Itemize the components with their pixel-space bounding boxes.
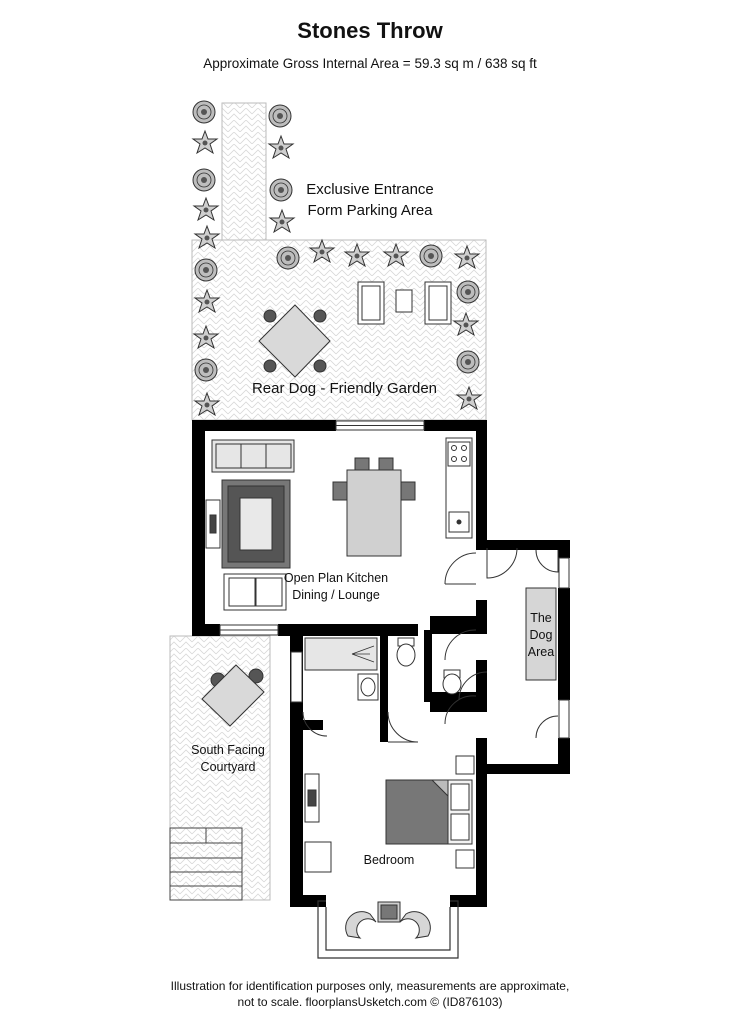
doors — [302, 547, 559, 743]
courtyard-label: South Facing Courtyard — [191, 743, 265, 774]
kitchen-label: Open Plan Kitchen Dining / Lounge — [283, 571, 389, 602]
garden-sofas — [357, 281, 452, 325]
garden-area — [191, 239, 487, 421]
bedroom-label: Bedroom — [363, 853, 415, 867]
garden-label: Rear Dog - Friendly Garden — [251, 380, 438, 397]
area-subtitle: Approximate Gross Internal Area = 59.3 s… — [203, 56, 537, 71]
courtyard-table — [201, 664, 265, 727]
disclaimer-line-1: Illustration for identification purposes… — [170, 979, 570, 993]
bathroom-fixtures — [304, 637, 462, 701]
windows — [219, 420, 570, 739]
plan-title: Stones Throw — [297, 18, 443, 43]
entrance-path — [221, 102, 267, 241]
lounge-furniture — [205, 439, 295, 611]
courtyard-steps — [169, 827, 243, 901]
bedroom-furniture — [304, 755, 475, 939]
dog-area-bench — [525, 587, 557, 681]
dining-table — [332, 457, 416, 557]
disclaimer-line-2: not to scale. floorplansUsketch.com © (I… — [237, 995, 503, 1009]
dog-area-label: The Dog Area — [527, 611, 555, 659]
entrance-label: Exclusive Entrance Form Parking Area — [306, 181, 434, 219]
garden-dining-table — [258, 304, 331, 378]
bay-window — [317, 900, 459, 959]
walls — [192, 420, 570, 907]
disclaimer-footer: Illustration for identification purposes… — [0, 978, 740, 1010]
kitchen-units — [445, 437, 473, 539]
